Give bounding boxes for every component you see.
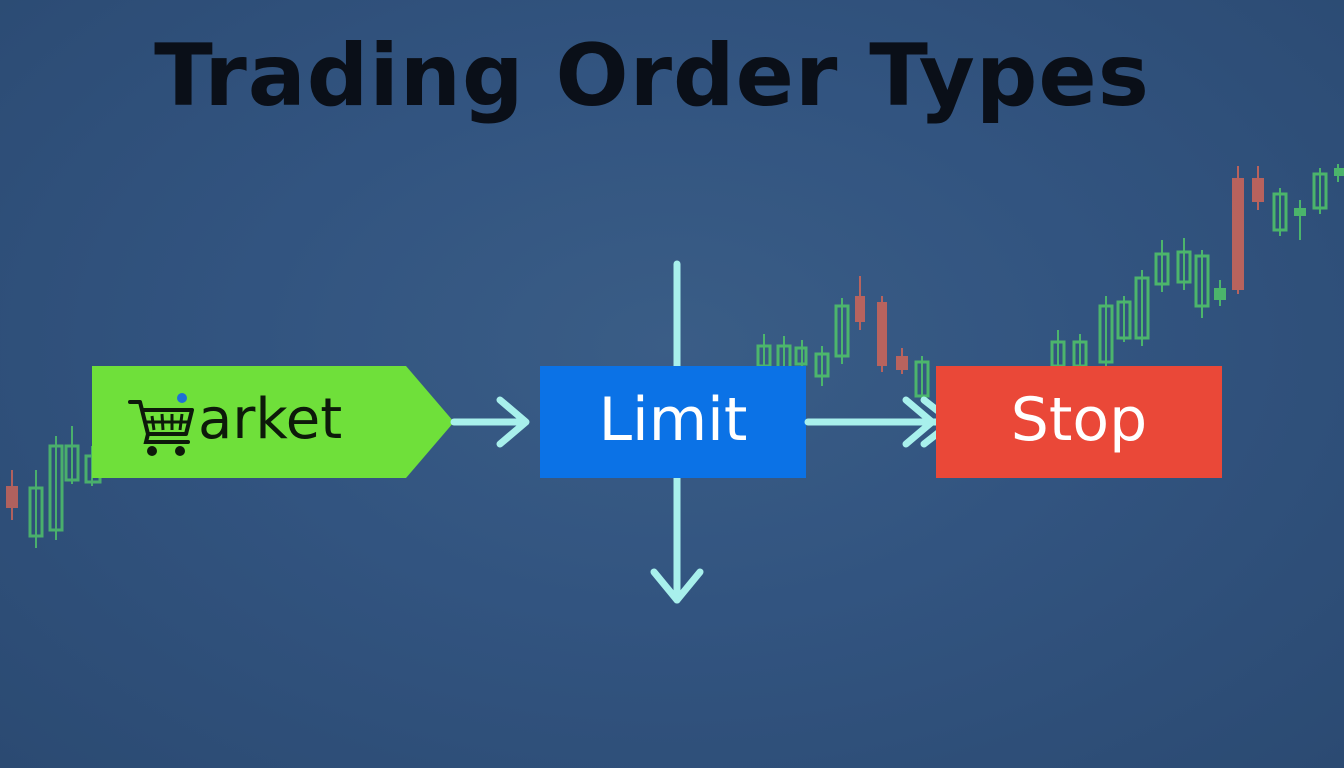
candlestick-decoration-middle bbox=[756, 276, 930, 402]
market-label: arket bbox=[198, 387, 343, 452]
stop-label: Stop bbox=[1010, 385, 1148, 455]
arrowhead-down-icon bbox=[650, 568, 704, 604]
arrowhead-right-icon bbox=[902, 396, 936, 448]
limit-label: Limit bbox=[598, 385, 748, 455]
candlestick-decoration-left bbox=[6, 426, 102, 548]
page-title: Trading Order Types bbox=[154, 26, 1150, 126]
stop-node bbox=[936, 366, 1222, 478]
limit-node bbox=[540, 366, 806, 478]
arrowhead-right-icon bbox=[496, 396, 530, 448]
shopping-cart-icon bbox=[128, 393, 194, 456]
candlestick-decoration-right bbox=[1050, 164, 1344, 370]
